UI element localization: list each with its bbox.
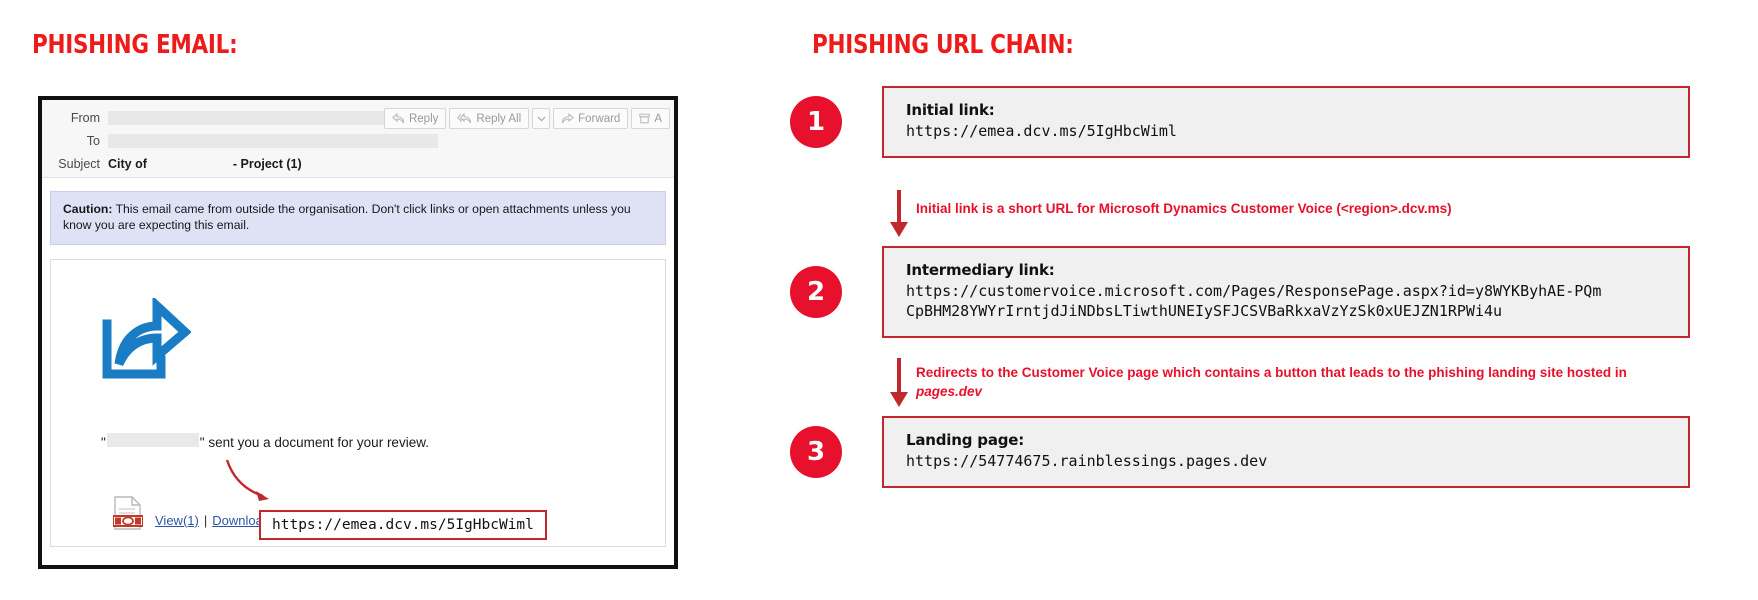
subject-label: Subject [58, 156, 100, 171]
archive-icon [639, 113, 651, 124]
step-badge-2: 2 [790, 265, 842, 318]
reply-all-icon [457, 113, 472, 124]
chain-step-1: 1 Initial link: https://emea.dcv.ms/5IgH… [790, 86, 1690, 158]
step-3-url: https://54774675.rainblessings.pages.dev [906, 452, 1268, 470]
hovered-url-callout: https://emea.dcv.ms/5IgHbcWiml [259, 509, 547, 540]
email-body-sentence: " " sent you a document for your review. [101, 432, 643, 450]
forward-label: Forward [578, 112, 621, 125]
callout-url-text: https://emea.dcv.ms/5IgHbcWiml [272, 516, 534, 533]
forward-button[interactable]: Forward [553, 108, 629, 129]
page-title-phishing-url-chain: PHISHING URL CHAIN: [812, 30, 1074, 60]
subject-prefix: City of [108, 156, 147, 171]
chain-step-1-box: Initial link: https://emea.dcv.ms/5IgHbc… [882, 86, 1690, 158]
email-header: Reply Reply All [42, 100, 674, 178]
chain-note-1-text: Initial link is a short URL for Microsof… [916, 201, 1452, 216]
pdf-file-icon [113, 496, 143, 530]
email-to-row: To [42, 129, 674, 152]
reply-all-button[interactable]: Reply All [449, 108, 530, 129]
callout-arrow-icon [225, 459, 269, 501]
sender-name-redacted [106, 432, 199, 447]
chevron-down-icon[interactable] [532, 108, 551, 129]
step-1-title: Initial link: [906, 101, 995, 119]
reply-all-label: Reply All [476, 112, 522, 125]
email-toolbar: Reply Reply All [383, 108, 670, 129]
chain-step-2: 2 Intermediary link: https://customervoi… [790, 246, 1690, 338]
more-actions-button[interactable]: A [631, 108, 670, 129]
more-actions-label: A [654, 112, 662, 125]
step-2-title: Intermediary link: [906, 261, 1055, 279]
from-value-redacted [108, 110, 438, 125]
chain-note-2-emphasis: pages.dev [916, 383, 983, 399]
email-screenshot: Reply Reply All [38, 96, 678, 569]
to-value-redacted [108, 133, 438, 148]
view-link[interactable]: View(1) [155, 512, 199, 528]
link-separator: | [203, 512, 208, 528]
email-from-row: From [42, 106, 674, 129]
subject-suffix: - Project (1) [232, 156, 302, 171]
reply-button[interactable]: Reply [383, 108, 447, 129]
reply-label: Reply [408, 112, 439, 125]
chain-step-3-box: Landing page: https://54774675.rainbless… [882, 416, 1690, 488]
from-label: From [70, 110, 100, 125]
forward-icon [562, 113, 574, 124]
page-title-phishing-email: PHISHING EMAIL: [32, 30, 238, 60]
reply-icon [392, 113, 405, 124]
caution-prefix: Caution: [63, 202, 113, 216]
to-label: To [86, 133, 100, 148]
step-3-title: Landing page: [906, 431, 1025, 449]
email-subject-row: Subject City of - Project (1) [42, 152, 674, 175]
chain-step-3: 3 Landing page: https://54774675.rainble… [790, 416, 1690, 488]
chain-step-2-box: Intermediary link: https://customervoice… [882, 246, 1690, 338]
step-2-url: https://customervoice.microsoft.com/Page… [906, 282, 1602, 320]
external-sender-warning: Caution: This email came from outside th… [50, 191, 666, 245]
caution-text: This email came from outside the organis… [63, 202, 631, 233]
share-document-icon [99, 295, 643, 385]
chain-note-1: Initial link is a short URL for Microsof… [916, 200, 1716, 219]
step-1-url: https://emea.dcv.ms/5IgHbcWiml [906, 122, 1177, 140]
step-badge-3: 3 [790, 425, 842, 478]
subject-redacted [146, 157, 233, 170]
sent-you-document-text: " sent you a document for your review. [199, 434, 429, 450]
chain-arrow-1-icon [890, 190, 908, 237]
subject-value: City of - Project (1) [108, 157, 302, 171]
chain-arrow-2-icon [890, 358, 908, 407]
chain-note-2-text: Redirects to the Customer Voice page whi… [916, 365, 1627, 380]
quote-open: " [101, 434, 106, 450]
step-badge-1: 1 [790, 95, 842, 148]
chain-note-2: Redirects to the Customer Voice page whi… [916, 364, 1676, 402]
email-body: " " sent you a document for your review.… [50, 258, 666, 547]
